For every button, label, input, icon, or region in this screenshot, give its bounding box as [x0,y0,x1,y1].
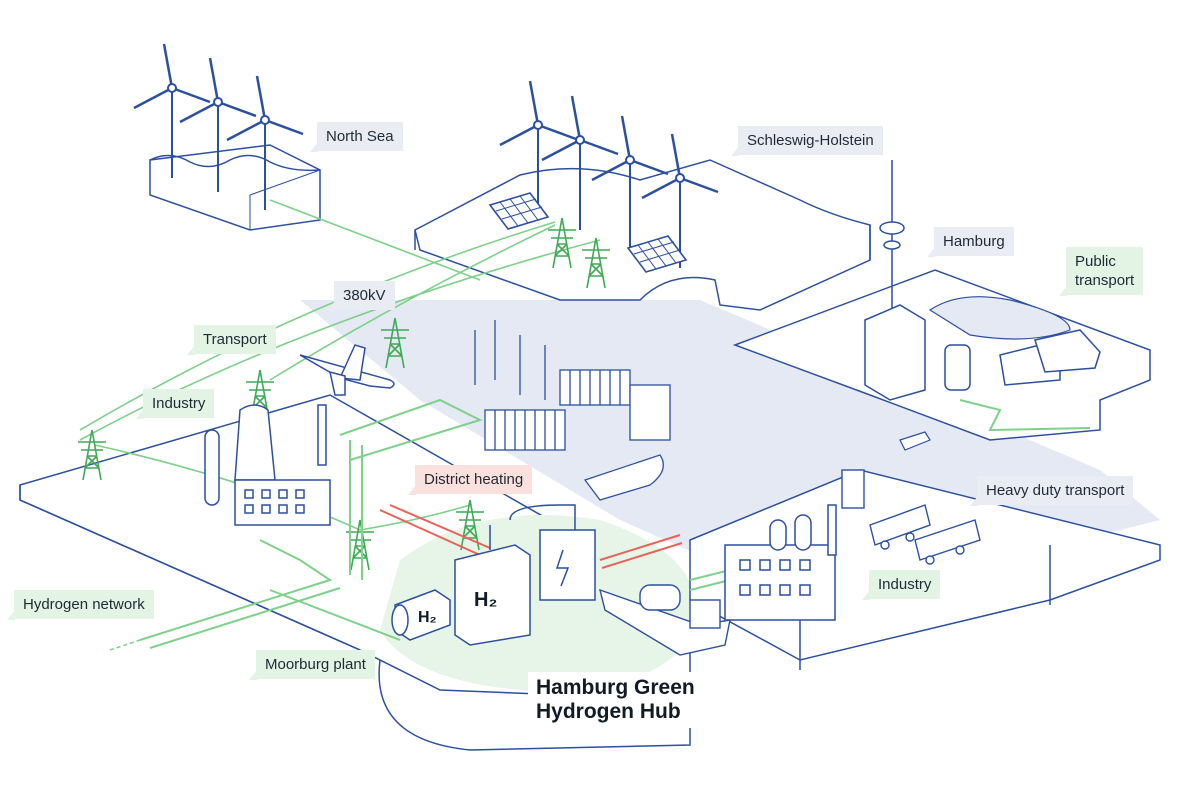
airplane-icon [299,344,395,396]
fuel-station-icon [841,469,865,509]
hub-title-line1: Hamburg Green [536,676,695,699]
tv-tower-icon [879,160,905,310]
schleswig-holstein-slab [414,159,871,311]
label-industry-left: Industry [135,389,215,419]
label-schleswig-holstein: Schleswig-Holstein [731,126,883,156]
label-public-transport: Public transport [1058,247,1144,296]
public-transport-line2: transport [1075,272,1135,289]
small-boat-icon [899,431,931,451]
label-moorburg-plant: Moorburg plant [249,650,375,680]
label-industry-right: Industry [861,570,941,600]
pipe-dashed-end [109,639,141,651]
container-port-icon [474,320,671,501]
truck-icon-2 [914,519,981,565]
north-sea-box [149,144,321,231]
label-district-heating: District heating [407,465,533,495]
public-transport-line1: Public [1075,253,1116,270]
label-transport: Transport [187,325,276,355]
h2-tank-label: H₂ [474,589,497,611]
tanker-ship-icon [599,584,731,656]
label-heavy-duty-transport: Heavy duty transport [969,476,1134,506]
district-heating-pipes [379,504,683,569]
concert-hall-icon [864,304,926,401]
charging-station-icon [944,344,971,391]
label-north-sea: North Sea [310,122,403,152]
hub-title-line2: Hydrogen Hub [536,700,681,723]
truck-icon-1 [869,504,931,550]
label-hydrogen-network: Hydrogen network [7,590,154,620]
hub-title: Hamburg Green Hydrogen Hub [528,672,703,728]
h2-storage-label: H₂ [418,609,437,626]
bus-icon [999,329,1101,386]
refinery-right-icon [724,504,837,621]
label-hamburg: Hamburg [927,227,1014,257]
label-380kv: 380kV [327,281,395,311]
h2-storage-icon [391,589,451,641]
electrolyser-icon [454,504,596,646]
factory-left-icon [204,404,331,526]
hamburg-slab [732,269,1151,441]
hub-base-outline [378,659,691,751]
